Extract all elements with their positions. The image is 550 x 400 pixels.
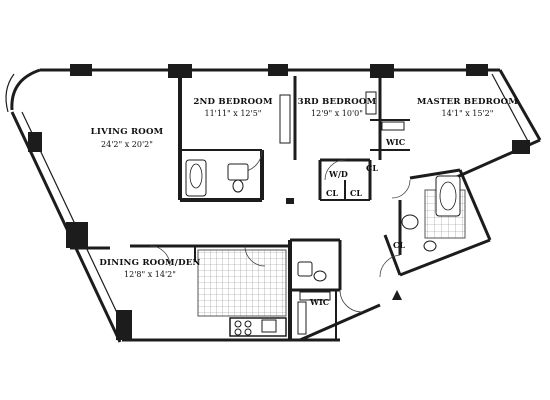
bedroom3-dims: 12'9" x 10'0": [311, 109, 363, 118]
bath-fixtures: [185, 159, 461, 282]
interior-walls: [70, 76, 461, 342]
master-wic-label: WIC: [386, 137, 406, 147]
closet-right-label: CL: [350, 188, 362, 198]
bedroom2-dims: 11'11" x 12'5": [204, 109, 262, 118]
living-room-label: LIVING ROOM: [90, 127, 164, 137]
washer-dryer-label: W/D: [329, 169, 348, 179]
closet-shelving: [279, 91, 405, 335]
closet-left-label: CL: [326, 188, 338, 198]
bedroom2-label: 2ND BEDROOM: [193, 97, 273, 107]
entry-closet-label: CL: [393, 240, 405, 250]
living-room-dims: 24'2" x 20'2": [101, 140, 153, 149]
dining-room-label: DINING ROOM/DEN: [99, 258, 201, 268]
kitchen-wic-label: WIC: [310, 297, 330, 307]
bedroom3-label: 3RD BEDROOM: [297, 97, 377, 107]
entry-arrow-icon: [392, 290, 402, 300]
structural-columns: [28, 64, 530, 340]
master-bedroom-dims: 14'1" x 15'2": [441, 109, 494, 118]
dining-room-dims: 12'8" x 14'2": [124, 270, 176, 279]
closet-upper-label: CL: [366, 163, 378, 173]
hall-marker: [286, 198, 294, 204]
master-bedroom-label: MASTER BEDROOM: [416, 97, 519, 107]
kitchen-appliances: [234, 319, 277, 336]
kitchen-floor: [197, 249, 287, 317]
